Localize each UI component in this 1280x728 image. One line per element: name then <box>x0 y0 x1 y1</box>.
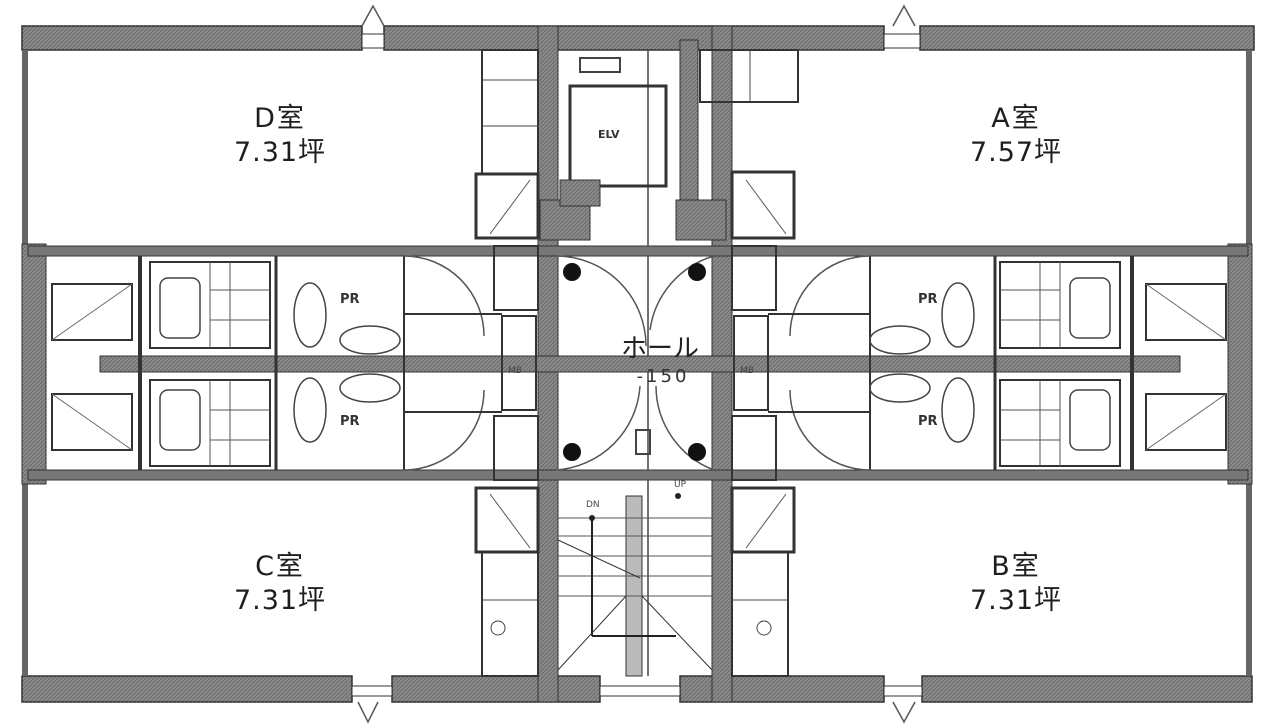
washbasin-icon <box>339 373 401 403</box>
stairs-up-label: UP <box>674 480 687 490</box>
meter-box-right <box>733 315 769 411</box>
pipe-room-label: PR <box>340 292 360 307</box>
column-icon <box>688 443 706 461</box>
exterior-wall-sides <box>21 50 1253 676</box>
meter-box-label: MB <box>740 366 754 376</box>
room-c-name: C室 <box>255 551 305 582</box>
exterior-wall-bottom <box>21 675 1253 724</box>
hall-elements <box>403 245 871 481</box>
room-d-area: 7.31坪 <box>233 136 327 168</box>
corridor-band <box>27 245 1249 481</box>
toilet-icon <box>941 377 975 443</box>
elevator-label: ELV <box>598 128 620 141</box>
room-d-label: D室 7.31坪 <box>200 102 360 170</box>
vent-hood-icon <box>892 4 916 27</box>
washbasin-icon <box>869 373 931 403</box>
room-b-name: B室 <box>991 551 1041 582</box>
room-c-label: C室 7.31坪 <box>200 550 360 618</box>
room-a-name: A室 <box>991 103 1041 134</box>
kitchenette-modules <box>474 49 799 677</box>
elevator-shaft <box>559 57 668 207</box>
column-icon <box>688 263 706 281</box>
column-icon <box>563 443 581 461</box>
hall-name: ホール <box>620 334 699 364</box>
exterior-wall-top <box>21 4 1255 51</box>
room-b-label: B室 7.31坪 <box>936 550 1096 618</box>
toilet-icon <box>941 282 975 348</box>
unit-bath-right <box>999 261 1121 467</box>
vent-hood-icon <box>361 4 385 27</box>
stairs-down-label: DN <box>586 500 600 510</box>
room-a-area: 7.57坪 <box>969 136 1063 168</box>
meter-box-left <box>501 315 537 411</box>
staircase <box>557 493 713 677</box>
unit-bath-left <box>149 261 271 467</box>
pipe-room-label: PR <box>340 414 360 429</box>
washbasin-icon <box>339 325 401 355</box>
entry-units <box>51 283 1227 451</box>
washbasin-icon <box>869 325 931 355</box>
pipe-room-label: PR <box>918 414 938 429</box>
room-c-area: 7.31坪 <box>233 584 327 616</box>
meter-box-label: MB <box>508 366 522 376</box>
pipe-room-label: PR <box>918 292 938 307</box>
vent-hood-icon <box>892 701 916 724</box>
sanitary-fixtures <box>293 282 975 443</box>
toilet-icon <box>293 377 327 443</box>
room-d-name: D室 <box>254 103 306 134</box>
column-icon <box>563 263 581 281</box>
toilet-icon <box>293 282 327 348</box>
hall-level: -150 <box>636 366 690 387</box>
room-a-label: A室 7.57坪 <box>936 102 1096 170</box>
vent-hood-icon <box>357 701 379 724</box>
room-b-area: 7.31坪 <box>969 584 1063 616</box>
